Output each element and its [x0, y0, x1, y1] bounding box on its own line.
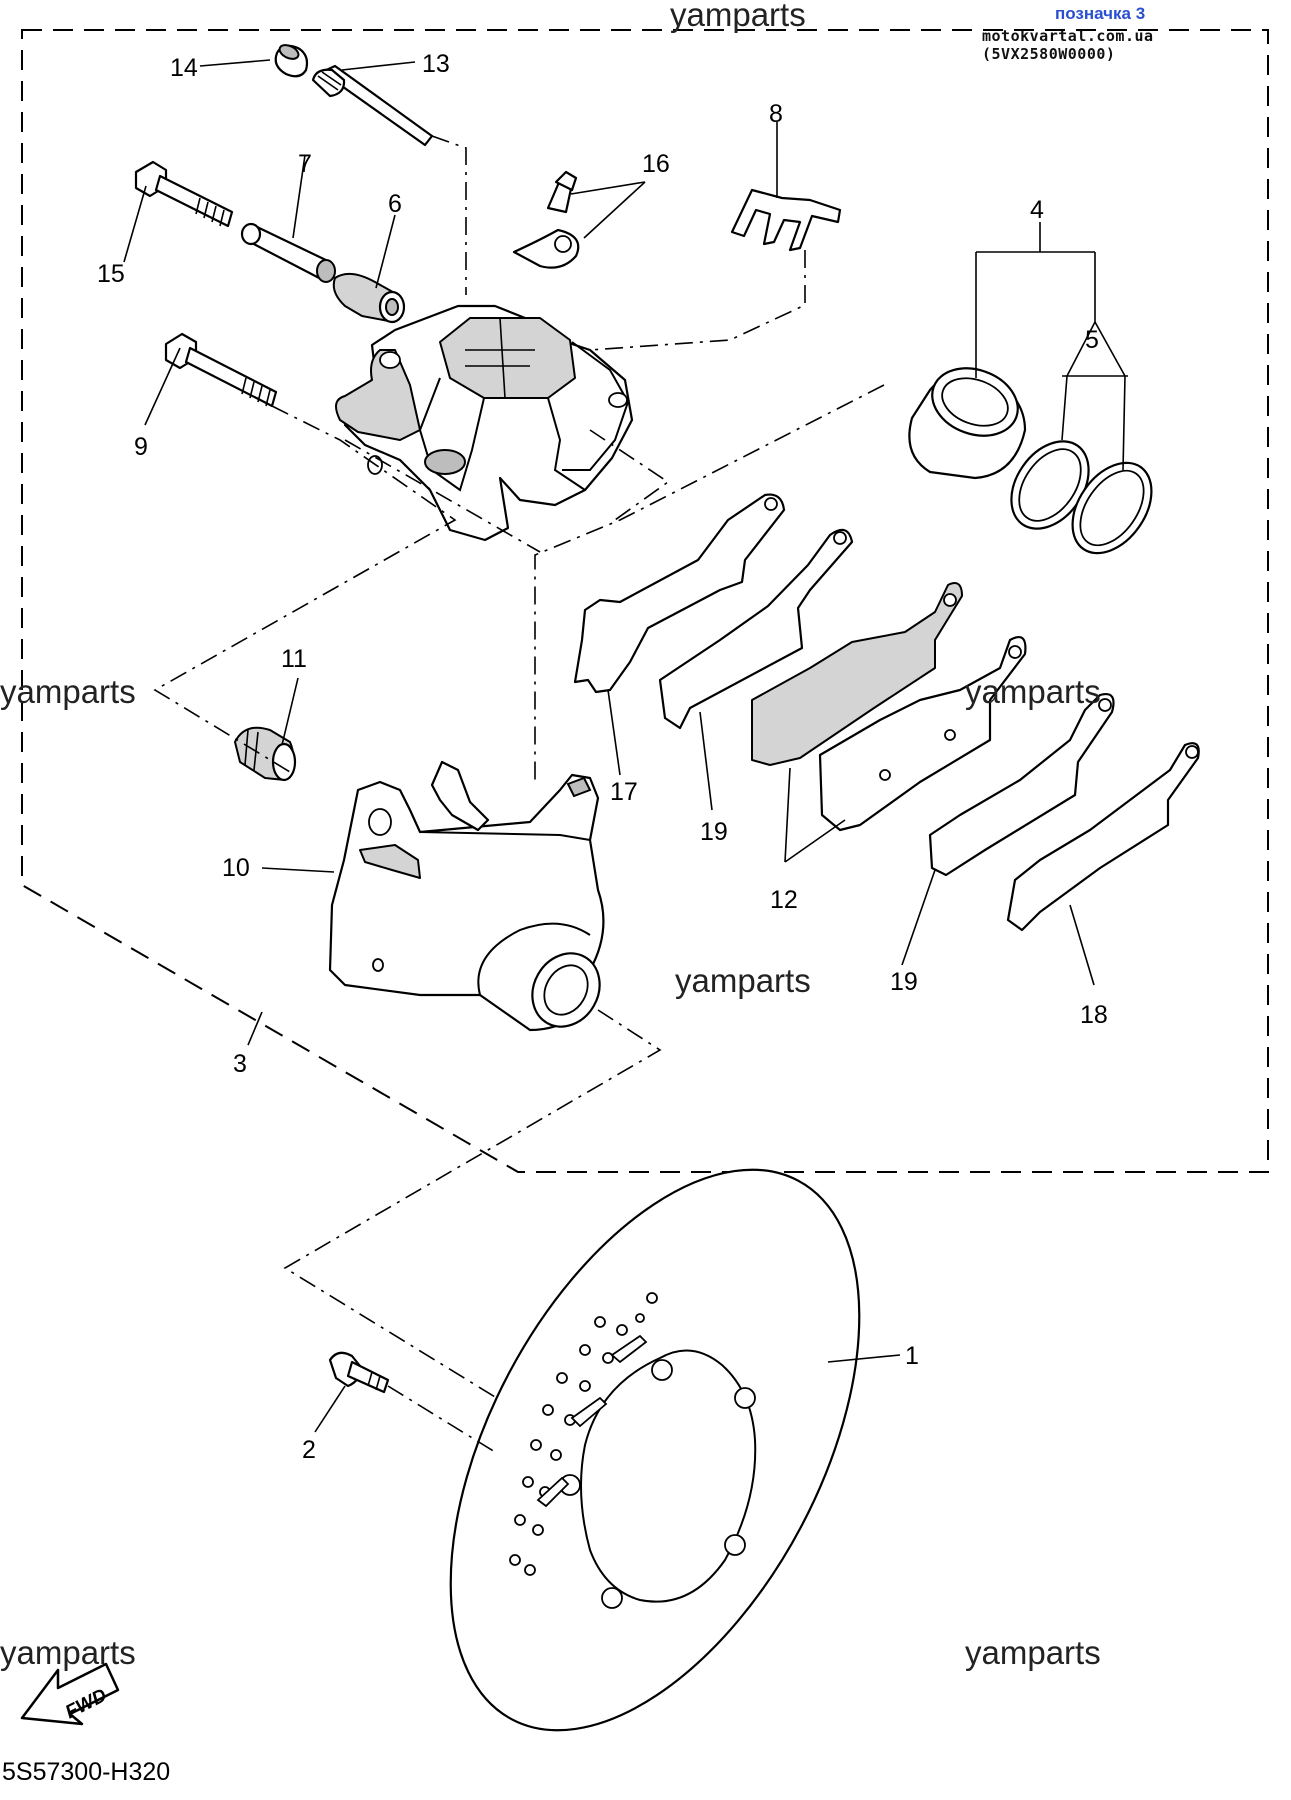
diagram-code: 5S57300-H320 — [2, 1758, 170, 1786]
part-label-19b: 19 — [890, 968, 918, 996]
part-label-3: 3 — [233, 1050, 247, 1078]
part-label-2: 2 — [302, 1436, 316, 1464]
watermark-right: yamparts — [965, 673, 1101, 710]
brake-pad-plate-b — [818, 636, 1027, 832]
part-label-18: 18 — [1080, 1001, 1108, 1029]
part-label-9: 9 — [134, 433, 148, 461]
dust-seal — [1071, 461, 1153, 555]
brake-pad-plate-a — [751, 582, 963, 766]
part-label-19a: 19 — [700, 818, 728, 846]
page-tag: позначка 3 — [1055, 4, 1146, 23]
part-label-16: 16 — [642, 150, 670, 178]
part-label-6: 6 — [388, 190, 402, 218]
leader-lines — [123, 59, 1128, 1433]
part-label-7: 7 — [298, 150, 312, 178]
part-label-12: 12 — [770, 886, 798, 914]
part-label-1: 1 — [905, 1342, 919, 1370]
watermarks: yamparts yamparts yamparts yamparts yamp… — [0, 0, 1101, 1671]
pad-shim-inner — [1006, 742, 1200, 932]
slide-bushing — [332, 272, 406, 324]
watermark-center: yamparts — [675, 962, 811, 999]
part-label-11: 11 — [281, 645, 307, 673]
pin-boot — [234, 726, 297, 782]
brake-pad-outer — [658, 528, 854, 730]
brake-disc — [449, 1168, 861, 1732]
forward-arrow-icon: FWD — [20, 1662, 120, 1726]
brake-pad-inner — [928, 693, 1115, 877]
slide-pin — [240, 222, 336, 283]
part-label-14: 14 — [170, 54, 198, 82]
pin-cap — [274, 44, 309, 78]
bleed-screw — [512, 170, 580, 269]
assembly-guides — [153, 135, 885, 1453]
part-label-4: 4 — [1030, 196, 1044, 224]
piston-seal — [1010, 440, 1090, 530]
part-label-10: 10 — [222, 854, 250, 882]
part-number-labels: 1 2 3 4 5 6 7 8 9 10 11 12 13 14 15 16 1… — [97, 50, 1108, 1464]
disc-vent-holes — [509, 1292, 658, 1576]
watermark-top: yamparts — [670, 0, 806, 33]
watermark-bottom-right: yamparts — [965, 1634, 1101, 1671]
part-label-15: 15 — [97, 260, 125, 288]
disc-bolt — [328, 1351, 390, 1394]
part-label-17: 17 — [610, 778, 638, 806]
source-site: motokvartal.com.ua (5VX2580W0000) — [982, 27, 1154, 63]
caliper-bracket — [328, 760, 605, 1032]
pad-spring — [730, 188, 842, 252]
caliper-bolt-lower — [164, 332, 278, 408]
piston — [908, 367, 1027, 480]
watermark-left: yamparts — [0, 673, 136, 710]
part-label-13: 13 — [422, 50, 450, 78]
assembly-boundary — [21, 29, 1269, 1173]
part-label-8: 8 — [769, 100, 783, 128]
caliper-bolt-upper — [134, 160, 234, 228]
pad-shim-outer — [573, 493, 786, 694]
caliper-body — [335, 304, 634, 542]
part-label-5: 5 — [1085, 326, 1099, 354]
watermark-bottom-left: yamparts — [0, 1634, 136, 1671]
pad-pin — [311, 64, 434, 147]
